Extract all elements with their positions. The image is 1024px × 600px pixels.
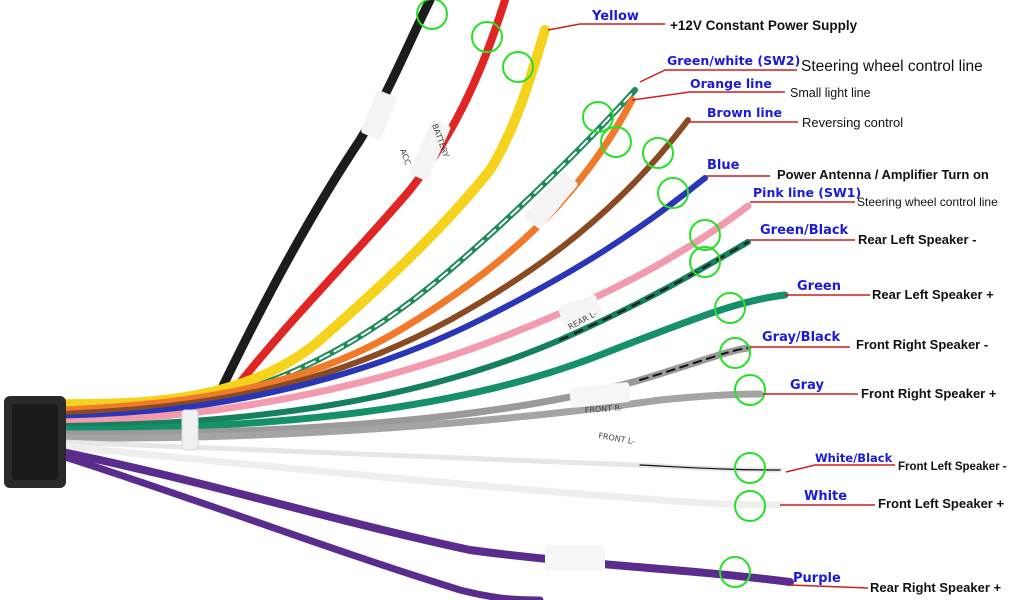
label-function-orange: Small light line (790, 86, 871, 100)
label-function-white-black: Front Left Speaker - (898, 461, 1007, 473)
wire-brown (59, 117, 691, 417)
label-color-purple: Purple (793, 571, 841, 586)
highlight-circle (416, 0, 448, 30)
leader-line-yellow (547, 23, 665, 31)
wire-green-black (59, 239, 751, 429)
label-function-purple: Rear Right Speaker + (870, 580, 1002, 595)
sleeve-purple (545, 545, 605, 571)
label-function-green-white: Steering wheel control line (801, 58, 983, 75)
sleeve-gray (569, 382, 631, 408)
label-color-gray-black: Gray/Black (762, 330, 841, 345)
highlight-circle (657, 177, 689, 209)
sleeve-acc (361, 90, 397, 140)
label-function-green-black: Rear Left Speaker - (858, 232, 977, 247)
wire-black (215, 0, 435, 397)
label-color-white: White (804, 489, 847, 504)
sleeve-battery (409, 119, 451, 181)
wire-sleeves: ACC BATTERY REAR L- FRONT R- FRONT L- (361, 90, 636, 571)
wire-red (224, 0, 509, 402)
wire-purple-2 (58, 452, 544, 600)
label-color-green-white: Green/white (SW2) (667, 53, 800, 68)
label-color-yellow: Yellow (591, 9, 639, 24)
label-function-white: Front Left Speaker + (878, 496, 1004, 511)
color-labels: Yellow Green/white (SW2) Orange line Bro… (591, 9, 893, 586)
sleeve-label-front-l: FRONT L- (598, 431, 636, 446)
leader-line-green-white (639, 69, 797, 83)
highlight-circle (719, 556, 751, 588)
highlight-circle (502, 51, 534, 83)
label-function-green: Rear Left Speaker + (872, 287, 994, 302)
leader-line-purple (789, 584, 869, 589)
highlight-circle (689, 246, 721, 278)
highlight-circle (689, 219, 721, 251)
label-color-white-black: White/Black (815, 451, 893, 465)
leader-line-orange (631, 91, 785, 101)
label-color-green: Green (797, 279, 841, 294)
label-function-gray-black: Front Right Speaker - (856, 337, 988, 352)
label-color-brown: Brown line (707, 105, 782, 120)
highlight-circle (582, 101, 614, 133)
sleeve-pink (558, 294, 602, 328)
connector-face (12, 404, 58, 480)
highlight-circle (719, 337, 751, 369)
wire-green-white-stripe (199, 89, 636, 403)
label-function-pink: Steering wheel control line (857, 195, 998, 209)
wire-bundle (55, 0, 794, 600)
leader-lines (547, 23, 895, 589)
wire-green-black-stripe (559, 241, 749, 341)
wire-gray (58, 390, 764, 442)
sleeve-label-acc: ACC (398, 148, 412, 167)
highlight-circle (714, 292, 746, 324)
label-function-gray: Front Right Speaker + (861, 386, 997, 401)
leader-line-white-black (785, 464, 895, 473)
label-color-orange: Orange line (690, 76, 772, 91)
highlight-circle (734, 452, 766, 484)
label-function-blue: Power Antenna / Amplifier Turn on (777, 167, 989, 182)
wire-green (58, 291, 789, 434)
function-labels: +12V Constant Power Supply Steering whee… (670, 18, 1007, 595)
highlight-circle (734, 374, 766, 406)
label-color-blue: Blue (707, 158, 740, 173)
wire-purple (58, 448, 794, 586)
wire-blue (59, 175, 708, 421)
label-function-yellow: +12V Constant Power Supply (670, 18, 858, 33)
highlight-circle (734, 490, 766, 522)
highlight-circle (471, 21, 503, 53)
wire-pink (58, 202, 752, 426)
highlight-circle (642, 137, 674, 169)
label-function-brown: Reversing control (802, 115, 903, 130)
highlight-circle (600, 126, 632, 158)
label-color-green-black: Green/Black (760, 223, 849, 238)
sleeve-label-front-r: FRONT R- (585, 403, 624, 415)
sleeve-orange (524, 171, 578, 229)
cable-tie (181, 409, 199, 451)
wire-gray-black-stripe (639, 347, 749, 381)
wire-white (58, 442, 784, 509)
highlight-circles (416, 0, 766, 588)
harness-connector (4, 396, 199, 488)
label-color-gray: Gray (790, 378, 824, 393)
label-color-pink: Pink line (SW1) (753, 185, 861, 200)
